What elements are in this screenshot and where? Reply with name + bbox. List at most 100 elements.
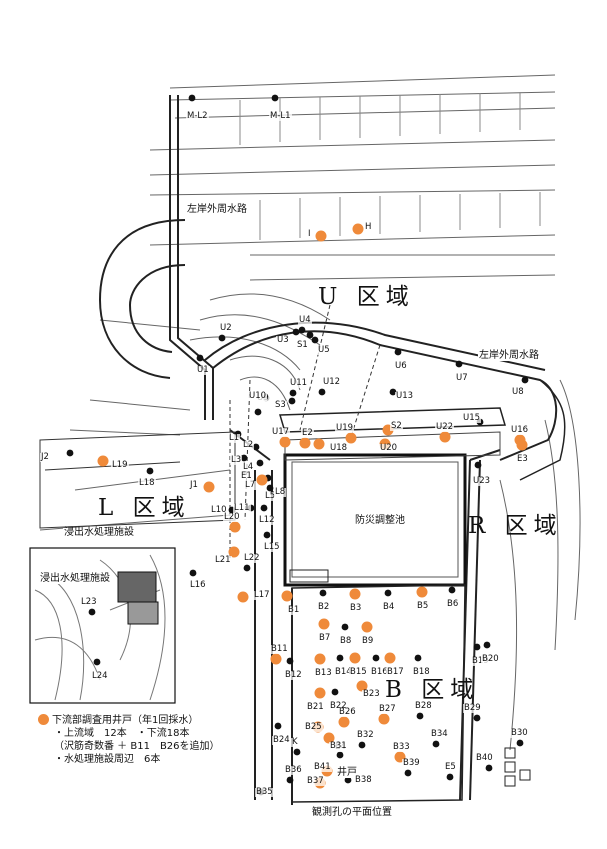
well-label: 井戸 xyxy=(336,767,358,778)
well-label-u12: U12 xyxy=(322,377,342,387)
well-label-b21: B21 xyxy=(306,702,325,712)
well-label-l2: L2 xyxy=(242,440,255,450)
well-label-l22: L22 xyxy=(243,553,261,563)
well-marker-u19 xyxy=(345,432,357,444)
well-marker-h xyxy=(352,223,364,235)
well-label-b9: B9 xyxy=(361,636,375,646)
well-marker-u1 xyxy=(196,354,204,362)
legend-line-1: ・上流域 12本 ・下流18本 xyxy=(54,728,190,739)
well-marker-m-l2 xyxy=(188,94,196,102)
well-marker-u18 xyxy=(313,438,325,450)
well-marker-l12 xyxy=(260,504,268,512)
well-marker-l24 xyxy=(93,658,101,666)
well-label-u20: U20 xyxy=(379,443,399,453)
zone-u-label: U 区域 xyxy=(318,284,415,310)
well-label-b19: B19 xyxy=(471,657,490,666)
well-marker-l19 xyxy=(97,455,109,467)
well-label-u1: U1 xyxy=(196,365,210,375)
well-marker-b19 xyxy=(473,643,481,651)
well-label-e2: E2 xyxy=(301,428,314,438)
well-marker-u2 xyxy=(218,334,226,342)
well-label-l4: L4 xyxy=(242,462,255,472)
well-label-b39: B39 xyxy=(402,758,421,768)
well-marker-u22 xyxy=(439,431,451,443)
well-marker-b1 xyxy=(281,590,293,602)
well-label-k: K xyxy=(291,737,299,747)
well-marker-b22 xyxy=(331,688,339,696)
well-label-b15: B15 xyxy=(349,667,368,677)
well-label-b29: B29 xyxy=(463,703,482,713)
well-marker-b38 xyxy=(344,776,352,784)
well-label-u11: U11 xyxy=(289,378,309,388)
well-label-b24: B24 xyxy=(272,735,291,745)
well-label-b35: B35 xyxy=(255,787,274,797)
right-border xyxy=(519,379,566,481)
left-channel-top-label: 左岸外周水路 xyxy=(186,204,248,215)
legend-heading: 下流部調査用井戸（年1回採水） xyxy=(52,715,199,726)
well-label-b30: B30 xyxy=(510,728,529,738)
well-marker-b34 xyxy=(432,740,440,748)
well-label-l16: L16 xyxy=(189,580,207,590)
well-label-l17: L17 xyxy=(253,590,271,600)
pond-grid xyxy=(289,569,329,583)
dashed-lines xyxy=(229,304,381,560)
well-marker-b11 xyxy=(270,653,282,665)
well-label-b1: B1 xyxy=(287,605,301,615)
well-marker-m-l1 xyxy=(271,94,279,102)
well-label-s1: S1 xyxy=(296,340,309,350)
well-label-h: H xyxy=(364,222,373,232)
well-label-u3: U3 xyxy=(276,335,290,345)
well-marker-b8 xyxy=(341,623,349,631)
well-label-u18: U18 xyxy=(329,443,349,453)
well-label-u19: U19 xyxy=(335,423,355,433)
well-marker-u9 xyxy=(254,408,262,416)
well-marker-b30 xyxy=(516,739,524,747)
well-label-u4: U4 xyxy=(298,315,312,325)
well-label-b41: B41 xyxy=(313,762,332,772)
well-label-j1: J1 xyxy=(189,480,199,490)
zone-r-label: R 区域 xyxy=(468,513,563,539)
well-label-m-l2: M-L2 xyxy=(186,111,209,121)
well-marker-e5 xyxy=(446,773,454,781)
well-marker-l21 xyxy=(228,546,240,558)
well-label-l19: L19 xyxy=(111,460,129,470)
well-marker-u8 xyxy=(521,376,529,384)
well-label-l18: L18 xyxy=(138,478,156,488)
well-label-e5: E5 xyxy=(444,762,457,772)
legend-heading-row: 下流部調査用井戸（年1回採水） xyxy=(38,714,268,727)
well-marker-j1 xyxy=(203,481,215,493)
well-label-u6: U6 xyxy=(394,361,408,371)
well-label-b2: B2 xyxy=(317,602,331,612)
well-label-b8: B8 xyxy=(339,636,353,646)
well-label-s2: S2 xyxy=(390,421,403,431)
well-marker-b17 xyxy=(384,652,396,664)
well-label-u17: U17 xyxy=(271,427,291,437)
legend: 下流部調査用井戸（年1回採水） ・上流域 12本 ・下流18本 （沢筋奇数番 ＋… xyxy=(38,714,268,766)
well-label-l10: L10 xyxy=(210,505,228,515)
well-marker-b13 xyxy=(314,653,326,665)
well-label-b37: B37 xyxy=(306,776,325,786)
well-label-l15: L15 xyxy=(263,542,281,552)
well-label-b7: B7 xyxy=(318,633,332,643)
well-marker-l2 xyxy=(252,443,260,451)
pond-outline xyxy=(283,453,467,587)
b-region-border xyxy=(291,584,466,803)
well-marker-b6 xyxy=(448,586,456,594)
well-label-b3: B3 xyxy=(349,603,363,613)
well-marker-i xyxy=(315,230,327,242)
left-channel-right-label: 左岸外周水路 xyxy=(478,350,540,361)
well-marker-b15 xyxy=(349,652,361,664)
well-label-b14: B14 xyxy=(334,667,353,677)
pond-label: 防災調整池 xyxy=(354,515,406,526)
inset-contours xyxy=(34,554,166,701)
well-label-e1: E1 xyxy=(240,471,253,481)
well-label-b33: B33 xyxy=(392,742,411,752)
legend-line-2: （沢筋奇数番 ＋ B11 B26を追加） xyxy=(54,741,220,752)
well-marker-u13 xyxy=(389,388,397,396)
pond-inner xyxy=(291,461,459,578)
well-marker-l3 xyxy=(240,454,248,462)
well-marker-b26 xyxy=(338,716,350,728)
well-marker-s3 xyxy=(288,397,296,405)
well-marker-b21 xyxy=(314,687,326,699)
terrain-hatch xyxy=(239,92,541,240)
